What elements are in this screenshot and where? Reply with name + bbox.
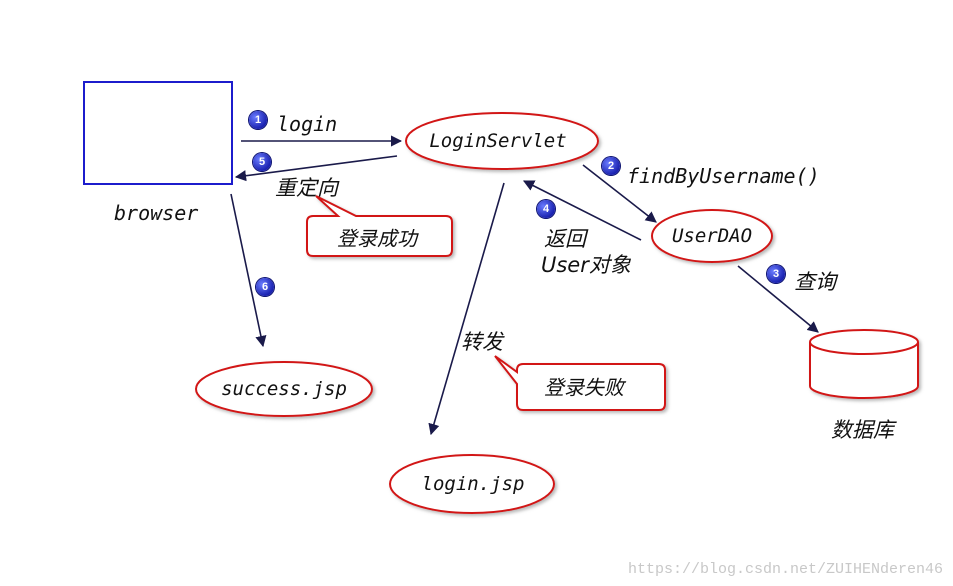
login-success-bubble-text: 登录成功: [337, 226, 417, 251]
step-label-redirect: 重定向: [275, 176, 338, 200]
success-jsp-ellipse: [195, 361, 373, 417]
step-label-query: 查询: [794, 270, 836, 294]
arrow-find-by-username: [582, 164, 657, 223]
arrow-forward: [428, 182, 505, 436]
login-jsp-ellipse: [389, 454, 555, 514]
step-label-return-line1: 返回: [544, 227, 586, 251]
login-jsp-label: login.jsp: [421, 473, 525, 495]
login-servlet-ellipse: [405, 112, 599, 170]
success-jsp-label: success.jsp: [221, 378, 347, 400]
step-badge-2: 2: [602, 157, 620, 175]
step-badge-1: 1: [249, 111, 267, 129]
watermark: https://blog.csdn.net/ZUIHENderen46: [627, 561, 943, 578]
step-badge-5: 5: [253, 153, 271, 171]
browser-box: [83, 81, 233, 185]
login-fail-bubble-text: 登录失败: [544, 375, 624, 400]
arrow-return-user: [522, 180, 642, 241]
arrow-query: [737, 265, 819, 333]
database-cylinder: [809, 329, 919, 399]
database-label: 数据库: [831, 418, 894, 442]
login-success-bubble-shape: [306, 195, 453, 257]
login-fail-bubble-shape: [494, 355, 666, 411]
forward-label: 转发: [461, 330, 503, 354]
arrow-to-success: [230, 193, 267, 348]
user-dao-ellipse: [651, 209, 773, 263]
step-label-find-by-username: findByUsername(): [627, 164, 820, 188]
arrow-redirect: [234, 155, 398, 182]
step-label-login: login: [277, 112, 338, 136]
step-badge-3: 3: [767, 265, 785, 283]
login-servlet-label: LoginServlet: [429, 130, 567, 152]
step-label-return-line2: User对象: [541, 253, 631, 277]
step-badge-4: 4: [537, 200, 555, 218]
browser-label: browser: [114, 201, 199, 225]
user-dao-label: UserDAO: [671, 225, 753, 247]
step-badge-6: 6: [256, 278, 274, 296]
